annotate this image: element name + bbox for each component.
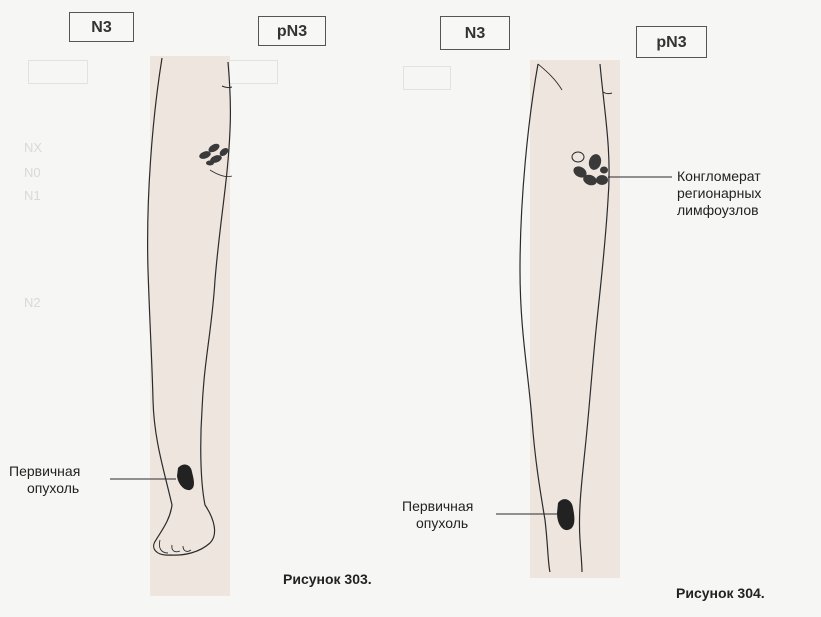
label-line: Первичная bbox=[402, 498, 473, 515]
primary-tumor-label: Первичная опухоль bbox=[9, 463, 80, 497]
leg-figure-304 bbox=[496, 60, 672, 578]
label-line: лимфоузлов bbox=[677, 202, 761, 219]
label-line: Конгломерат bbox=[677, 168, 761, 185]
label-line: Первичная bbox=[9, 463, 80, 480]
lymph-node bbox=[596, 175, 608, 185]
label-line: опухоль bbox=[402, 515, 473, 532]
label-line: опухоль bbox=[9, 480, 80, 497]
label-line: регионарных bbox=[677, 185, 761, 202]
lymph-node bbox=[206, 161, 214, 166]
skin-panel bbox=[530, 60, 620, 578]
figure-caption: Рисунок 304. bbox=[676, 585, 765, 601]
lymph-node bbox=[600, 167, 608, 174]
figure-caption: Рисунок 303. bbox=[283, 571, 372, 587]
conglomerate-label: Конгломерат регионарных лимфоузлов bbox=[677, 168, 761, 219]
primary-tumor-label: Первичная опухоль bbox=[402, 498, 473, 532]
leg-figure-303 bbox=[110, 56, 232, 596]
